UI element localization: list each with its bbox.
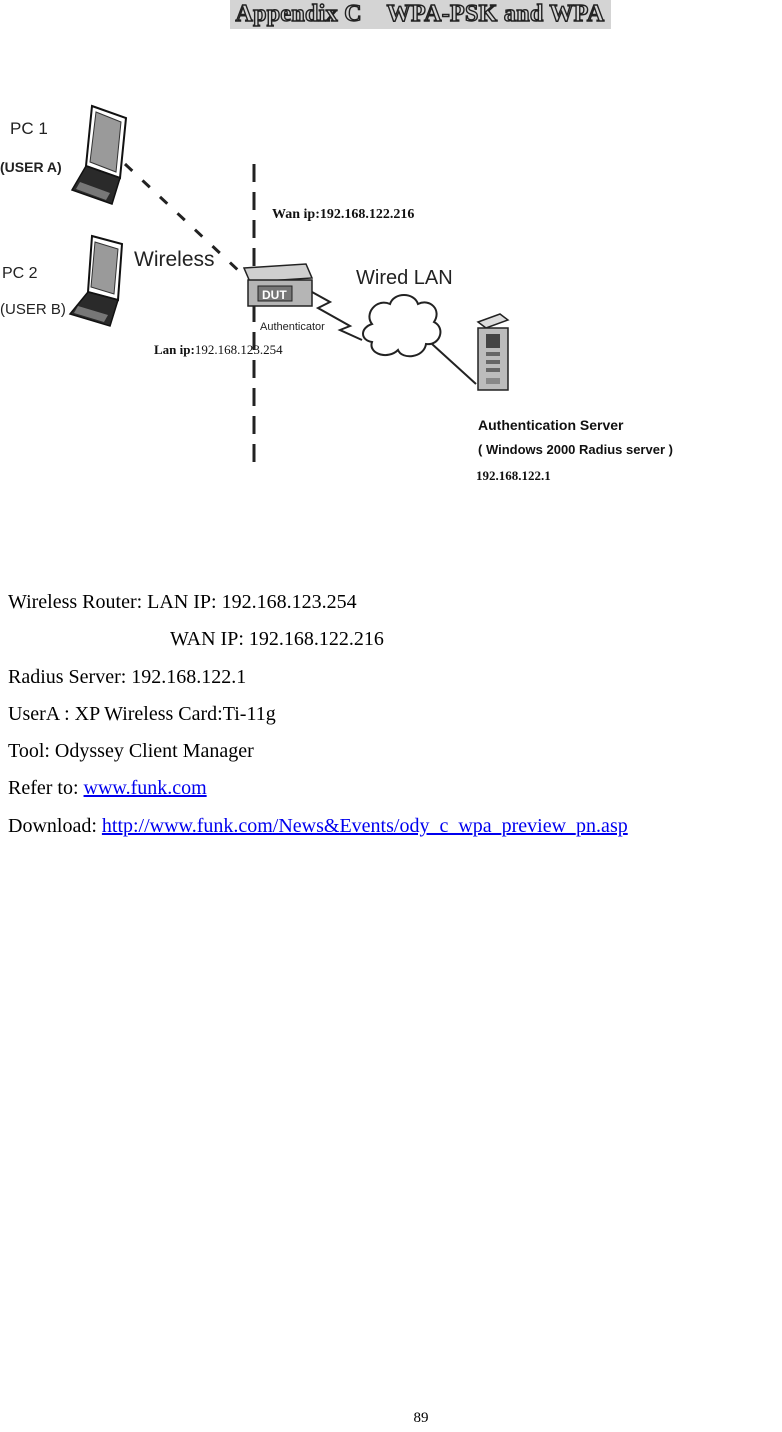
lan-ip-label: Lan ip:192.168.123.254: [154, 342, 283, 357]
router-wan-line: WAN IP: 192.168.122.216: [170, 628, 384, 651]
router-icon: DUT: [242, 263, 314, 307]
refer-prefix: Refer to:: [8, 777, 84, 800]
network-diagram-svg: PC 1 (USER A) PC 2 (USER B) Wireless Wan…: [0, 104, 673, 483]
radius-server-line: Radius Server: 192.168.122.1: [8, 665, 247, 688]
wan-link-zigzag: [311, 291, 363, 341]
wan-ip-label: Wan ip:192.168.122.216: [272, 207, 414, 222]
router-lan-line: Wireless Router: LAN IP: 192.168.123.254: [8, 591, 357, 613]
authenticator-label: Authenticator: [260, 321, 325, 333]
download-line: Download: http://www.funk.com/News&Event…: [8, 808, 628, 845]
refer-link[interactable]: www.funk.com: [83, 777, 207, 800]
page-header: Appendix C WPA-PSK and WPA: [0, 0, 782, 29]
wireless-label: Wireless: [134, 248, 215, 271]
auth-server-label: Authentication Server: [478, 417, 624, 433]
network-diagram: PC 1 (USER A) PC 2 (USER B) Wireless Wan…: [0, 92, 692, 512]
lan-link-line: [431, 343, 477, 385]
pc2-user-label: (USER B): [0, 301, 66, 318]
lan-ip-prefix: Lan ip:: [154, 342, 195, 357]
pc1-user-label: (USER A): [0, 159, 62, 175]
refer-line: Refer to: www.funk.com: [8, 770, 628, 807]
wired-lan-label: Wired LAN: [356, 267, 453, 289]
page-number: 89: [413, 1410, 429, 1426]
page-title: Appendix C WPA-PSK and WPA: [229, 0, 611, 29]
download-link[interactable]: http://www.funk.com/News&Events/ody_c_wp…: [101, 814, 628, 837]
usera-line: UserA : XP Wireless Card:Ti-11g: [8, 702, 276, 725]
cloud-icon: [362, 294, 442, 358]
server-ip-label: 192.168.122.1: [476, 468, 551, 483]
pc1-label: PC 1: [10, 119, 48, 138]
laptop-icon: [70, 104, 128, 205]
download-prefix: Download:: [8, 814, 102, 837]
pc2-label: PC 2: [2, 265, 38, 282]
network-info: Wireless Router: LAN IP: 192.168.123.254…: [8, 584, 628, 845]
auth-server-subtitle: ( Windows 2000 Radius server ): [478, 442, 673, 457]
lan-ip-value: 192.168.123.254: [195, 342, 283, 357]
laptop-icon: [68, 234, 124, 327]
dut-label: DUT: [262, 288, 287, 302]
tool-line: Tool: Odyssey Client Manager: [8, 740, 254, 763]
wireless-link-line: [123, 162, 242, 274]
server-icon: [476, 313, 510, 391]
